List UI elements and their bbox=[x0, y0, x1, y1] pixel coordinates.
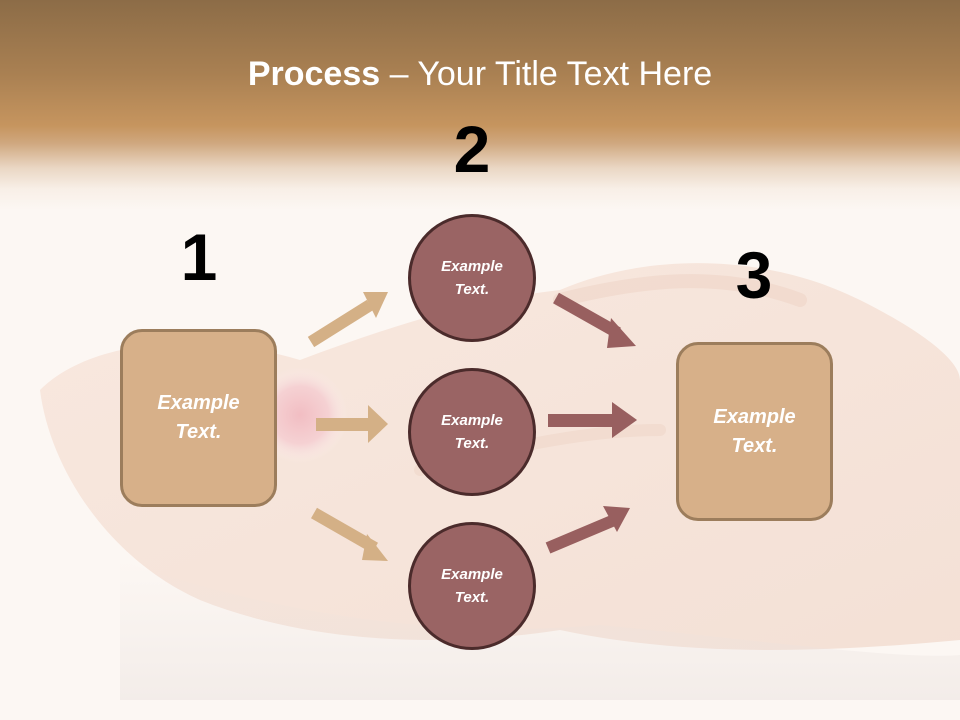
step-2-circle-middle[interactable]: Example Text. bbox=[408, 368, 536, 496]
step-3-label: Example Text. bbox=[713, 405, 796, 457]
arrow-down-right-icon bbox=[311, 507, 388, 561]
step-1-label: Example Text. bbox=[157, 392, 240, 443]
step-2-top-label: Example Text. bbox=[441, 258, 503, 298]
arrow-up-right-icon bbox=[545, 506, 630, 554]
arrow-down-right-icon bbox=[553, 292, 636, 348]
step-2-middle-label: Example Text. bbox=[441, 412, 503, 452]
title-rest-part: – Your Title Text Here bbox=[380, 55, 713, 93]
title-bold-part: Process bbox=[247, 55, 381, 93]
step-number-3: 3 bbox=[735, 238, 773, 312]
step-number-2: 2 bbox=[453, 112, 491, 186]
step-1-box[interactable]: Example Text. bbox=[120, 329, 277, 507]
step-3-box[interactable]: Example Text. bbox=[676, 342, 833, 521]
header-gradient-band bbox=[0, 0, 960, 210]
step-number-1: 1 bbox=[180, 220, 218, 294]
step-2-bottom-label: Example Text. bbox=[441, 566, 503, 606]
step-2-circle-bottom[interactable]: Example Text. bbox=[408, 522, 536, 650]
tan-arrows-group bbox=[307, 292, 388, 561]
step-2-circle-top[interactable]: Example Text. bbox=[408, 214, 536, 342]
arrow-right-icon bbox=[548, 402, 637, 438]
arrow-up-right-icon bbox=[307, 292, 388, 348]
arrow-right-icon bbox=[316, 405, 388, 443]
mauve-arrows-group bbox=[545, 292, 637, 554]
slide-title: Process – Your Title Text Here bbox=[0, 52, 960, 96]
